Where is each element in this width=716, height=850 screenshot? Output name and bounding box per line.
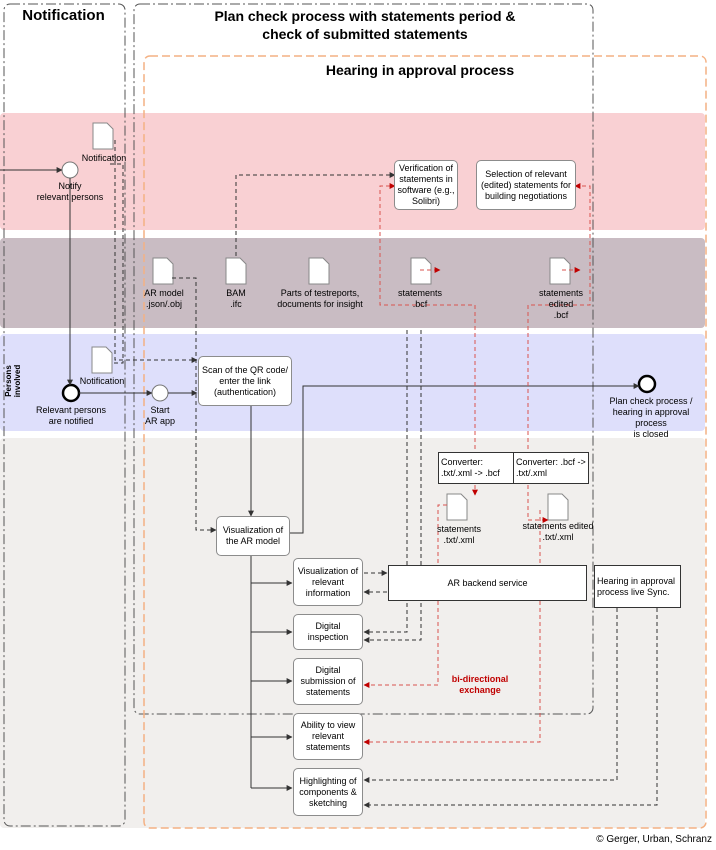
label-statements-bcf: statements.bcf bbox=[397, 288, 443, 309]
verification-box: Verification of statements in software (… bbox=[394, 160, 458, 210]
closed-event bbox=[637, 374, 657, 394]
relevant-notified-event bbox=[61, 383, 81, 403]
frame-hearing bbox=[143, 55, 707, 829]
highlighting-box: Highlighting of components & sketching bbox=[293, 768, 363, 816]
title-hearing: Hearing in approval process bbox=[325, 62, 515, 78]
copyright: © Gerger, Urban, Schranz bbox=[596, 834, 712, 845]
lane-red bbox=[0, 113, 705, 230]
notify-event bbox=[61, 161, 79, 179]
title-plan-check-line-2: check of submitted statements bbox=[262, 26, 468, 42]
label-notification-mid: Notification bbox=[79, 376, 125, 386]
converter-bcf-to-txt-box: Converter: .bcf -> .txt/.xml bbox=[513, 452, 589, 484]
title-notification: Notification bbox=[22, 7, 105, 24]
visualization-ar-box: Visualization of the AR model bbox=[216, 516, 290, 556]
label-bam: BAM.ifc bbox=[226, 288, 246, 309]
label-statements-edited-txt: statements edited.txt/.xml bbox=[522, 521, 594, 542]
document-icon bbox=[91, 122, 571, 521]
frame-plan-check bbox=[133, 3, 594, 715]
converter-txt-to-bcf-box: Converter: .txt/.xml -> .bcf bbox=[438, 452, 514, 484]
digital-submission-box: Digital submission of statements bbox=[293, 658, 363, 705]
label-notification-top: Notification bbox=[81, 153, 127, 163]
visualization-info-box: Visualization of relevant information bbox=[293, 558, 363, 606]
digital-inspection-box: Digital inspection bbox=[293, 614, 363, 650]
ability-view-box: Ability to view relevant statements bbox=[293, 713, 363, 760]
label-statements-txt: statements.txt/.xml bbox=[436, 524, 482, 545]
lane-persons-involved bbox=[0, 334, 705, 431]
frame-notification bbox=[3, 3, 126, 827]
lane-mauve bbox=[0, 238, 705, 328]
label-parts-testreports: Parts of testreports,documents for insig… bbox=[277, 288, 363, 309]
selection-box: Selection of relevant (edited) statement… bbox=[476, 160, 576, 210]
ar-backend-box: AR backend service bbox=[388, 565, 587, 601]
label-ar-model: AR model.json/.obj bbox=[144, 288, 184, 309]
title-plan-check-line-1: Plan check process with statements perio… bbox=[214, 8, 516, 24]
start-ar-event bbox=[151, 384, 169, 402]
scan-qr-box: Scan of the QR code/ enter the link (aut… bbox=[198, 356, 292, 406]
label-closed: Plan check process /hearing in approval … bbox=[609, 396, 693, 439]
hearing-live-sync-box: Hearing in approval process live Sync. bbox=[594, 565, 681, 608]
